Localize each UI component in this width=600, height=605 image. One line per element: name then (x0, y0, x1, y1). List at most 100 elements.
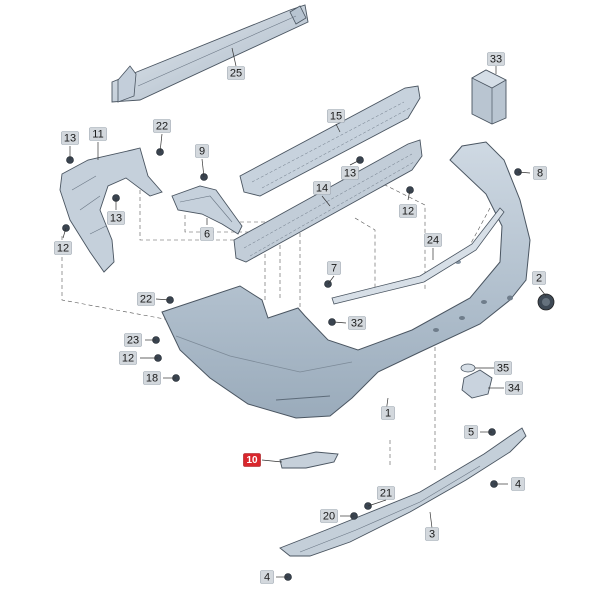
callout-reflector-trim: 10 (243, 453, 261, 467)
callout-clip: 5 (464, 425, 478, 439)
callout-badge (54, 241, 72, 255)
callout-bumper-cover: 1 (381, 406, 395, 420)
callout-number: 18 (146, 373, 158, 385)
callout-number: 9 (199, 146, 205, 158)
callout-number: 6 (204, 229, 210, 241)
callout-clip: 13 (107, 211, 125, 225)
callout-number: 24 (427, 235, 439, 247)
callout-number: 23 (127, 335, 139, 347)
callout-number: 12 (122, 353, 134, 365)
callout-badge (313, 181, 331, 195)
callout-badge (425, 527, 439, 541)
upper-bracket-part (239, 85, 421, 197)
callout-badge (505, 381, 523, 395)
trim-strip-part (331, 207, 505, 305)
callout-badge (143, 371, 161, 385)
callout-seal: 35 (494, 361, 512, 375)
cap-part (537, 293, 555, 311)
callout-screw: 12 (119, 351, 137, 365)
callout-clip: 22 (137, 292, 155, 306)
callout-lower-bracket: 14 (313, 181, 331, 195)
callout-crossmember: 25 (227, 66, 245, 80)
seal-part (460, 363, 476, 373)
callout-clip: 22 (153, 119, 171, 133)
callout-clip: 23 (124, 333, 142, 347)
callout-badge (532, 271, 546, 285)
callout-number: 5 (468, 427, 474, 439)
callout-number: 3 (429, 529, 435, 541)
callout-badge (89, 127, 107, 141)
callout-number: 2 (536, 273, 542, 285)
left-side-bracket-part (59, 147, 163, 273)
callout-number: 20 (323, 511, 335, 523)
callout-module-box: 33 (487, 52, 505, 66)
callout-badge (381, 406, 395, 420)
callout-screw: 7 (327, 261, 341, 275)
callout-number: 14 (316, 183, 328, 195)
callout-badge (424, 233, 442, 247)
callout-number: 21 (380, 488, 392, 500)
callout-number: 34 (508, 383, 520, 395)
callout-screw: 4 (511, 477, 525, 491)
callout-clip: 8 (533, 166, 547, 180)
callout-trim-strip: 24 (424, 233, 442, 247)
callout-guide-bracket: 6 (200, 227, 214, 241)
callout-badge (464, 425, 478, 439)
callout-clip: 32 (348, 316, 366, 330)
callout-number: 35 (497, 363, 509, 375)
callout-screw: 12 (399, 204, 417, 218)
callout-number: 12 (402, 206, 414, 218)
callout-number: 32 (351, 318, 363, 330)
callout-badge (137, 292, 155, 306)
callout-badge (124, 333, 142, 347)
callout-upper-bracket: 15 (327, 109, 345, 123)
callout-clip: 13 (341, 166, 359, 180)
callout-badge (348, 316, 366, 330)
callout-screw: 4 (260, 570, 274, 584)
callout-number: 15 (330, 111, 342, 123)
callout-badge (327, 109, 345, 123)
callout-badge (399, 204, 417, 218)
callout-badge (533, 166, 547, 180)
module-box-part (471, 69, 507, 125)
callout-badge (320, 509, 338, 523)
callout-diffuser: 3 (425, 527, 439, 541)
callout-badge (487, 52, 505, 66)
callout-number: 22 (140, 294, 152, 306)
reflector-trim-part (279, 451, 339, 469)
callout-clip: 20 (320, 509, 338, 523)
callout-left-side-bracket: 11 (89, 127, 107, 141)
callout-number: 33 (490, 54, 502, 66)
callout-badge (153, 119, 171, 133)
callout-number: 13 (64, 133, 76, 145)
callout-badge (107, 211, 125, 225)
diffuser-part (279, 427, 527, 557)
callout-number: 4 (515, 479, 521, 491)
bumper-cover-part (161, 141, 531, 419)
callout-badge (511, 477, 525, 491)
callout-badge (494, 361, 512, 375)
callout-number: 10 (246, 455, 258, 466)
callout-badge (195, 144, 209, 158)
crossmember-part (111, 4, 309, 103)
callout-number: 22 (156, 121, 168, 133)
callout-clip: 13 (61, 131, 79, 145)
guide-bracket-part (171, 185, 243, 235)
callout-badge (227, 66, 245, 80)
callout-number: 13 (344, 168, 356, 180)
callout-number: 25 (230, 68, 242, 80)
callout-sensor-holder: 34 (505, 381, 523, 395)
callout-badge (119, 351, 137, 365)
callout-number: 12 (57, 243, 69, 255)
callout-screw: 12 (54, 241, 72, 255)
callout-badge (260, 570, 274, 584)
callout-badge (200, 227, 214, 241)
callout-badge (341, 166, 359, 180)
leader-lines (62, 47, 547, 578)
callout-cap: 2 (532, 271, 546, 285)
callout-badge (327, 261, 341, 275)
callout-number: 8 (537, 168, 543, 180)
callout-number: 7 (331, 263, 337, 275)
callout-number: 11 (92, 129, 103, 141)
